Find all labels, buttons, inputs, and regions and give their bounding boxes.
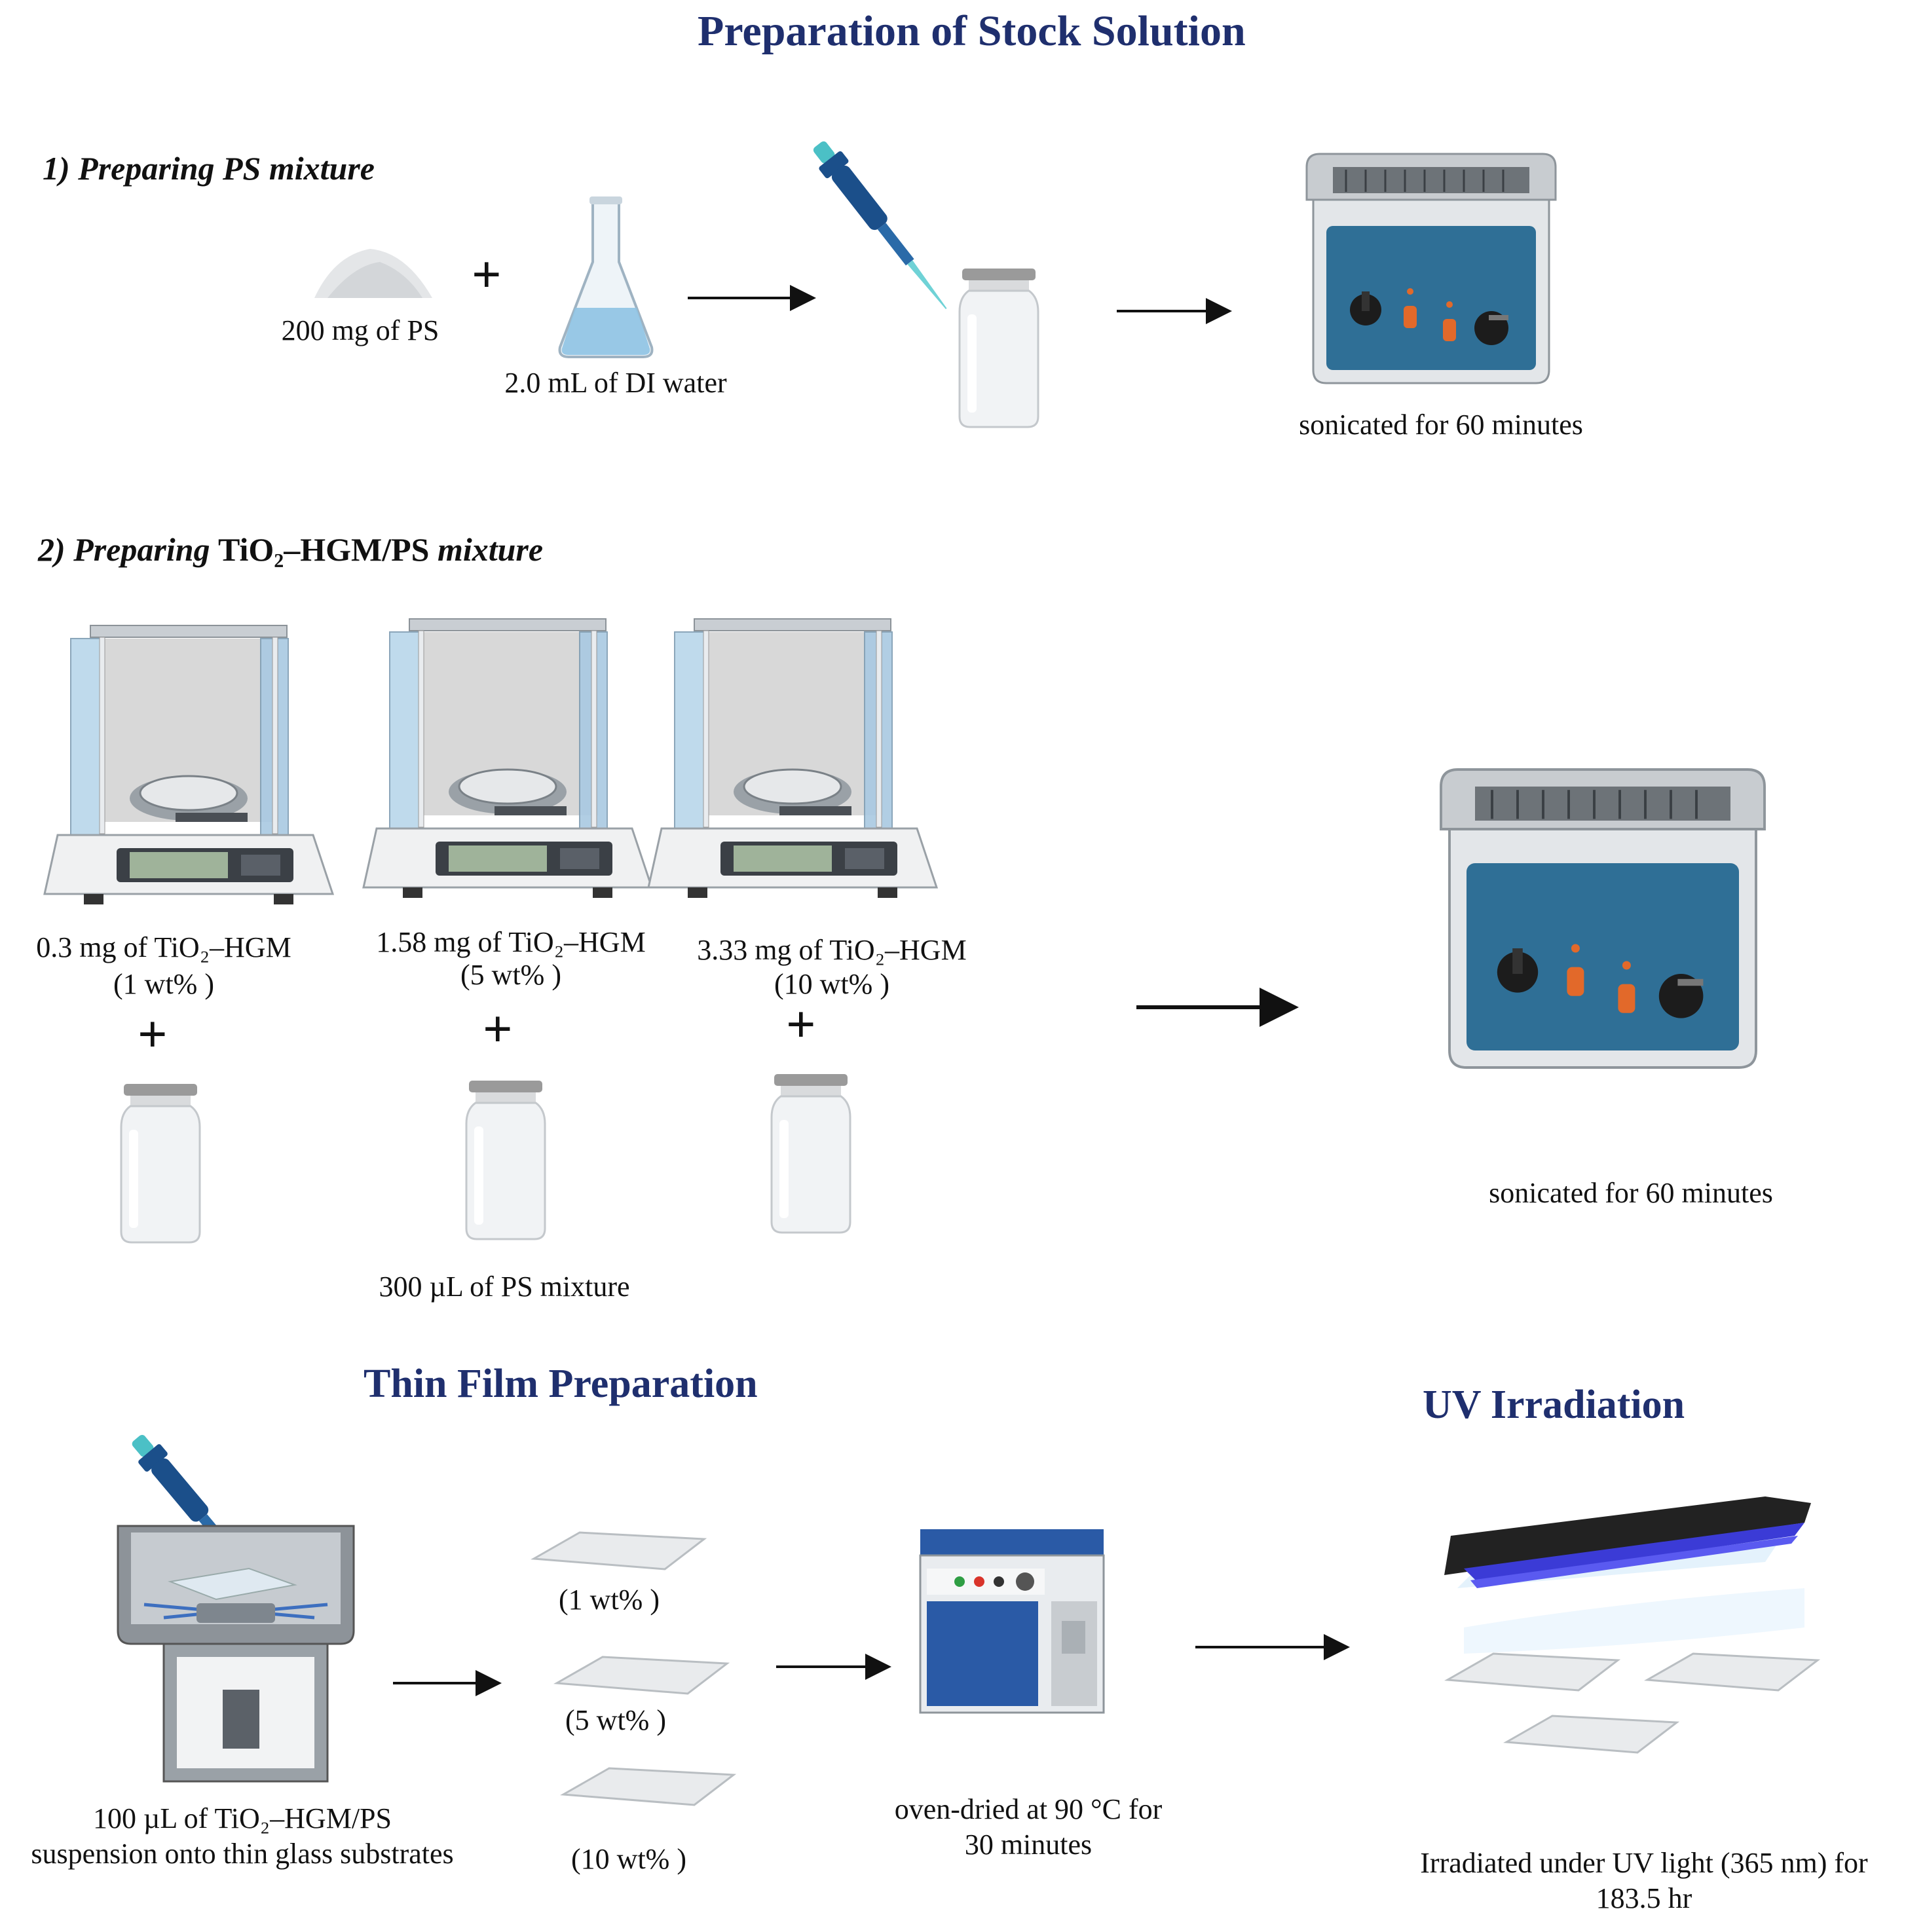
plus-sign: + <box>786 996 816 1054</box>
substrate-icon <box>1505 1715 1678 1754</box>
substrate-3-label: (10 wt% ) <box>571 1843 686 1875</box>
substrate-icon <box>1646 1652 1819 1692</box>
uv-lamp-icon <box>1444 1496 1811 1654</box>
ps-powder-icon <box>314 249 432 298</box>
arrow <box>776 1654 891 1680</box>
sonicate-label: sonicated for 60 minutes <box>1299 409 1583 441</box>
oven-icon <box>919 1529 1105 1714</box>
ps-mixture-label: 300 µL of PS mixture <box>379 1271 630 1303</box>
uv-label-line-1: Irradiated under UV light (365 nm) for <box>1420 1847 1868 1879</box>
ps-label: 200 mg of PS <box>281 314 439 346</box>
balance-2-mass: 1.58 mg of TiO₂–HGM <box>376 926 646 958</box>
balance-1-mass: 0.3 mg of TiO₂–HGM <box>36 931 291 963</box>
arrow <box>688 285 816 311</box>
balance-2-wt: (5 wt% ) <box>460 959 561 991</box>
arrow <box>1136 988 1299 1027</box>
arrow <box>1195 1634 1350 1660</box>
balance-icon <box>362 618 653 899</box>
spin-label-line-1: 100 µL of TiO₂–HGM/PS <box>93 1802 392 1834</box>
flask-icon <box>558 196 654 358</box>
sonicator-icon <box>1305 153 1557 384</box>
substrate-icon <box>562 1767 735 1806</box>
uv-label-line-2: 183.5 hr <box>1596 1882 1692 1914</box>
vial-icon <box>770 1073 851 1234</box>
step-1-heading: 1) Preparing PS mixture <box>43 150 375 187</box>
sonicator-icon <box>1440 768 1766 1069</box>
oven-label-line-2: 30 minutes <box>964 1829 1093 1861</box>
main-title: Preparation of Stock Solution <box>698 7 1246 55</box>
thin-film-title: Thin Film Preparation <box>364 1362 758 1406</box>
spin-label-line-2: suspension onto thin glass substrates <box>31 1838 454 1870</box>
substrate-icon <box>1446 1652 1619 1692</box>
step-2-prefix: 2) Preparing <box>38 531 210 568</box>
plus-sign: + <box>483 1001 513 1058</box>
step-2-suffix: mixture <box>437 531 544 568</box>
sonicate-label: sonicated for 60 minutes <box>1489 1177 1773 1209</box>
substrate-1-label: (1 wt% ) <box>559 1584 660 1616</box>
vial-icon <box>120 1083 201 1244</box>
plus-sign: + <box>138 1006 168 1064</box>
plus-sign: + <box>472 246 502 304</box>
balance-3-mass: 3.33 mg of TiO₂–HGM <box>697 934 967 966</box>
arrow <box>1117 298 1232 324</box>
oven-label-line-1: oven-dried at 90 °C for <box>894 1793 1163 1825</box>
balance-1-wt: (1 wt% ) <box>113 968 214 1000</box>
step-2-formula: TiO₂–HGM/PS <box>218 531 430 568</box>
balance-icon <box>647 618 938 899</box>
balance-3-wt: (10 wt% ) <box>774 968 889 1000</box>
arrow <box>393 1670 502 1696</box>
water-label: 2.0 mL of DI water <box>504 367 727 399</box>
substrate-icon <box>533 1531 705 1570</box>
substrate-icon <box>555 1656 728 1695</box>
vial-icon <box>958 267 1039 428</box>
vial-icon <box>465 1079 546 1240</box>
step-2-heading: 2) Preparing TiO₂–HGM/PS mixture <box>38 530 543 568</box>
balance-icon <box>43 624 334 906</box>
substrate-2-label: (5 wt% ) <box>565 1704 666 1736</box>
uv-title: UV Irradiation <box>1423 1383 1685 1427</box>
spin-coater-icon <box>117 1429 355 1783</box>
pipette-icon <box>806 136 958 318</box>
